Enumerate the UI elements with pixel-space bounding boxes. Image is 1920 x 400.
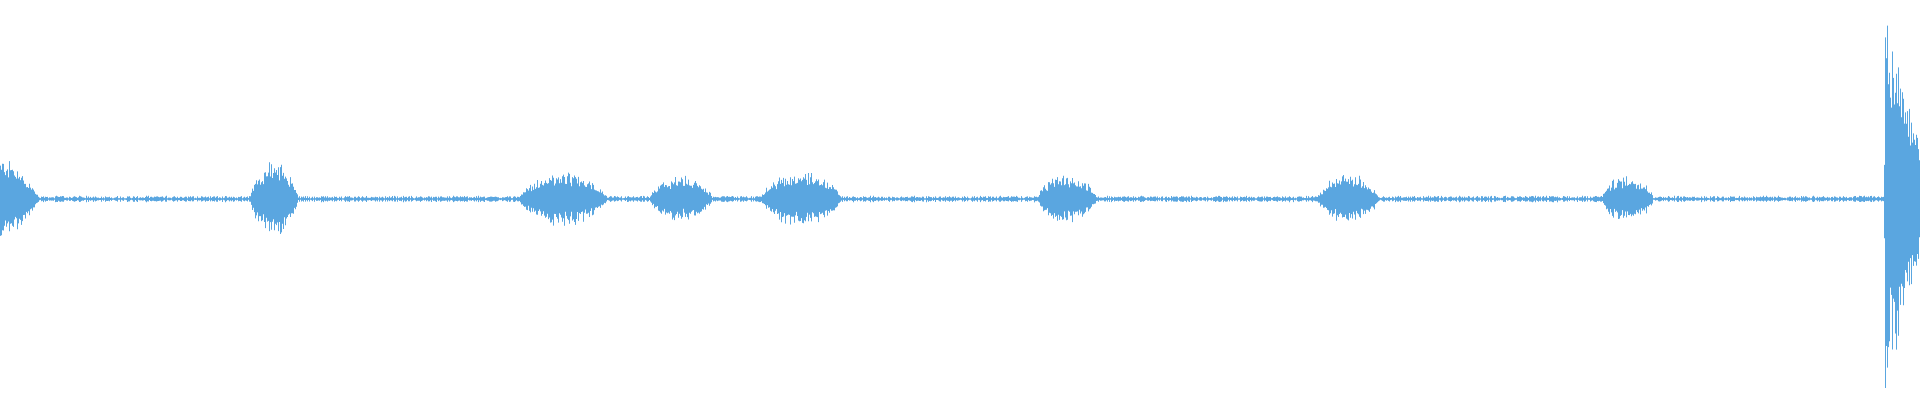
waveform-samples bbox=[0, 25, 1920, 388]
waveform-bars bbox=[0, 25, 1920, 388]
